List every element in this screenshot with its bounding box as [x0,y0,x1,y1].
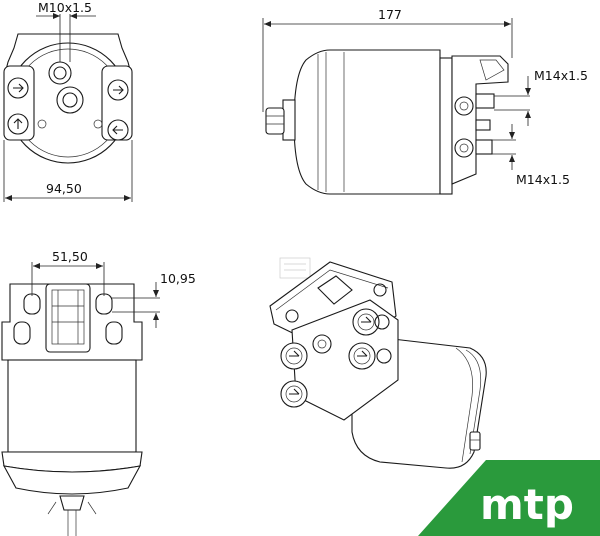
side-length-label: 177 [378,7,402,22]
logo-background [418,460,600,536]
rear-view: 51,50 10,95 [1,249,196,536]
watermark-icon [279,257,311,279]
side-thread-bottom-label: M14x1.5 [516,172,570,187]
front-width-label: 94,50 [46,181,82,196]
front-thread-label: M10x1.5 [38,0,92,15]
logo-text: mtp [480,480,574,529]
isometric-view [269,257,487,469]
side-thread-top-label: M14x1.5 [534,68,588,83]
rear-width-label: 51,50 [52,249,88,264]
front-view: M10x1.5 94,50 [3,0,133,202]
mtp-logo: mtp [418,460,600,536]
side-view: 177 M14x1.5 M14x1.5 [262,7,588,195]
rear-offset-label: 10,95 [160,271,196,286]
